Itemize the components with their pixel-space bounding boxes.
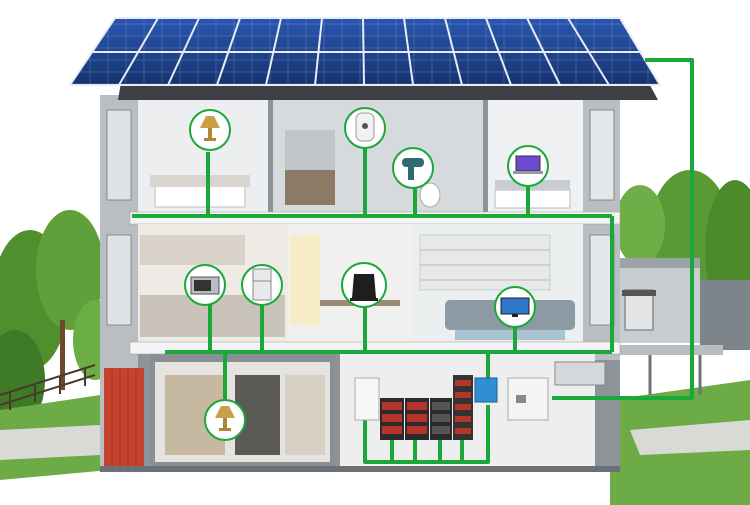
distribution-panel xyxy=(507,377,549,421)
path-right xyxy=(630,420,750,455)
inverter-unit xyxy=(354,377,380,421)
garage-door-red xyxy=(104,368,144,468)
television-icon xyxy=(494,286,536,328)
kettle-icon xyxy=(341,262,387,308)
laptop-icon xyxy=(507,145,549,187)
trees-left xyxy=(0,210,117,430)
water-heater-icon xyxy=(344,107,386,149)
path-left xyxy=(0,425,100,460)
hair-dryer-icon xyxy=(392,147,434,189)
equipment xyxy=(354,361,606,440)
table-lamp-icon xyxy=(204,399,246,441)
battery-rack xyxy=(380,375,473,440)
charge-controller xyxy=(474,377,498,403)
roof xyxy=(68,17,662,100)
fence-left xyxy=(0,364,96,410)
table-lamp-icon xyxy=(189,109,231,151)
deck-right xyxy=(615,258,750,395)
refrigerator-icon xyxy=(241,264,283,306)
appliance-badges xyxy=(184,107,549,441)
microwave-icon xyxy=(184,264,226,306)
